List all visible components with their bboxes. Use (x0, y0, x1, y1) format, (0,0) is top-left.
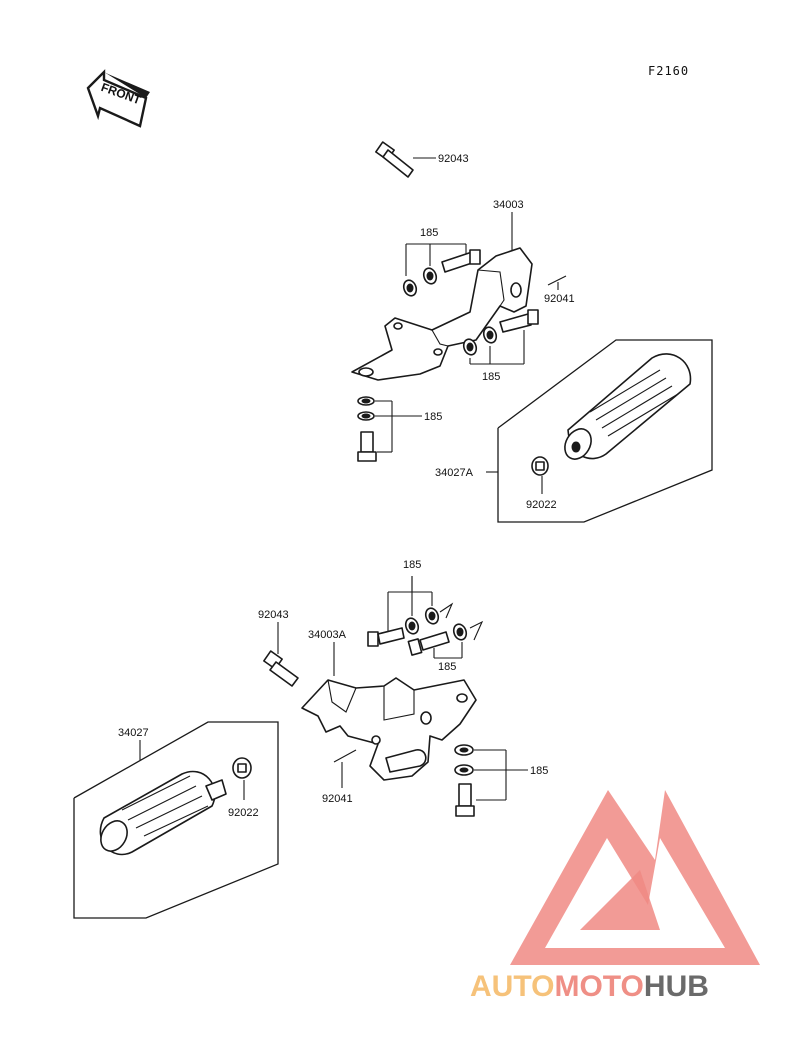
lower-bolt-set-top-label: 185 (403, 559, 421, 571)
front-arrow-icon: FRONT (86, 69, 150, 128)
watermark-word-hub: HUB (644, 970, 709, 1003)
upper-bracket-icon (351, 247, 533, 381)
upper-top-bolt-icon (402, 249, 481, 297)
lower-footpeg-label: 34027 (118, 727, 149, 739)
upper-bolt-set-top-label: 185 (420, 227, 438, 239)
upper-pivot-pin-icon (375, 141, 414, 178)
lower-washer-icon (232, 757, 252, 779)
lower-pivot-pin-icon (263, 650, 299, 687)
svg-text:AUTOMOTOHUB: AUTOMOTOHUB (470, 970, 709, 1003)
upper-bolt-set-mid-label: 185 (482, 371, 500, 383)
upper-cotter-pin-label: 92041 (544, 293, 575, 305)
lower-cotter-pin-label: 92041 (322, 793, 353, 805)
watermark-logo: AUTOMOTOHUB (470, 790, 760, 1003)
upper-bracket-label: 34003 (493, 199, 524, 211)
lower-assembly: 185 185 92043 (73, 559, 548, 919)
lower-bottom-bolt-icon (454, 744, 475, 817)
lower-bracket-icon (301, 677, 477, 781)
upper-bottom-bolt-icon (357, 396, 377, 462)
lower-pivot-pin-label: 92043 (258, 609, 289, 621)
watermark-triangle-core (580, 870, 660, 930)
upper-pivot-pin-label: 92043 (438, 153, 469, 165)
upper-washer-icon (531, 456, 549, 476)
upper-mid-bolt-icon (462, 309, 539, 356)
upper-footpeg-icon (564, 353, 692, 460)
lower-bolt-set-bottom-label: 185 (530, 765, 548, 777)
lower-washer-label: 92022 (228, 807, 259, 819)
lower-bracket-label: 34003A (308, 629, 347, 641)
lower-footpeg-icon (99, 770, 227, 856)
watermark-word-auto: AUTO (470, 970, 554, 1003)
lower-bolt-set-mid-label: 185 (438, 661, 456, 673)
upper-assembly: 92043 34003 185 92041 (351, 141, 713, 523)
upper-bolt-set-bottom-label: 185 (424, 411, 442, 423)
watermark-word-moto: MOTO (554, 970, 643, 1003)
diagram-ref-code: F2160 (648, 64, 689, 78)
upper-washer-label: 92022 (526, 499, 557, 511)
lower-top-bolt-icon (367, 602, 454, 647)
lower-mid-bolt-icon (407, 620, 484, 656)
upper-footpeg-label: 34027A (435, 467, 474, 479)
